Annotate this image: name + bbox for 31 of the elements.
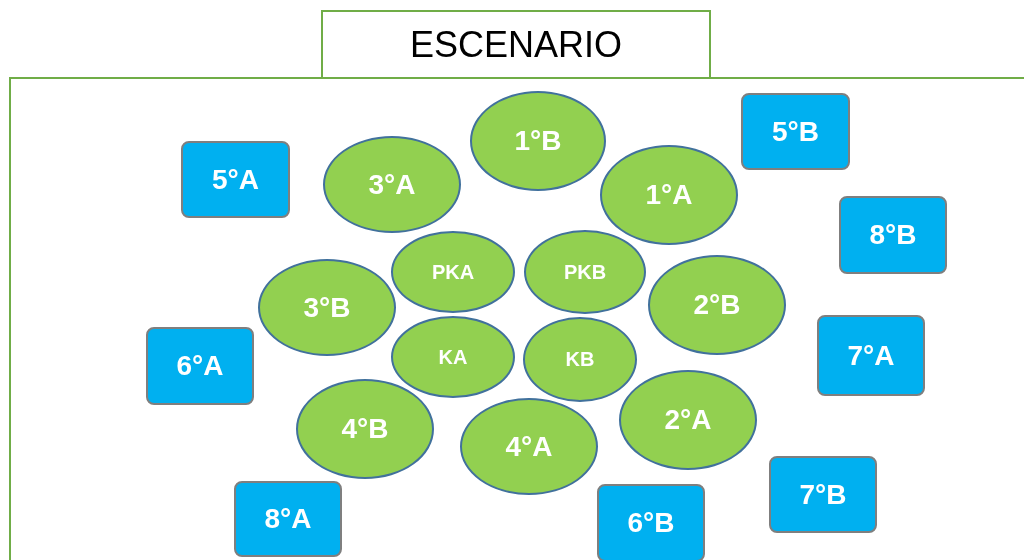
group-label: KB [565,348,595,371]
group-label: KA [438,345,468,369]
group-label: 3°A [368,168,416,201]
group-label: 1°B [514,125,562,157]
group-table-box [597,484,705,560]
group-label: 8°A [264,503,312,535]
stage-box [321,10,711,79]
group-label: PKB [563,260,607,284]
group-table-box [839,196,947,274]
group-table-box [146,327,254,405]
group-label: 5°B [772,115,819,148]
group-label: 7°B [799,478,847,511]
group-label: 2°A [664,404,712,436]
group-label: 7°A [847,339,895,372]
group-label: 4°B [341,413,389,445]
group-table-box [234,481,342,557]
group-label: 1°A [645,179,693,211]
group-label: 6°B [627,507,675,539]
group-label: 8°B [869,219,917,251]
audience-area [9,77,1024,560]
group-label: PKA [431,260,475,284]
group-label: 2°B [693,289,741,321]
group-table-box [817,315,925,396]
group-label: 5°A [212,163,259,196]
group-label: 4°A [505,430,553,463]
group-table-box [769,456,877,533]
group-label: 6°A [176,350,224,382]
group-table-box [741,93,850,170]
group-table-box [181,141,290,218]
stage-label: ESCENARIO [409,23,622,66]
group-label: 3°B [303,291,351,324]
